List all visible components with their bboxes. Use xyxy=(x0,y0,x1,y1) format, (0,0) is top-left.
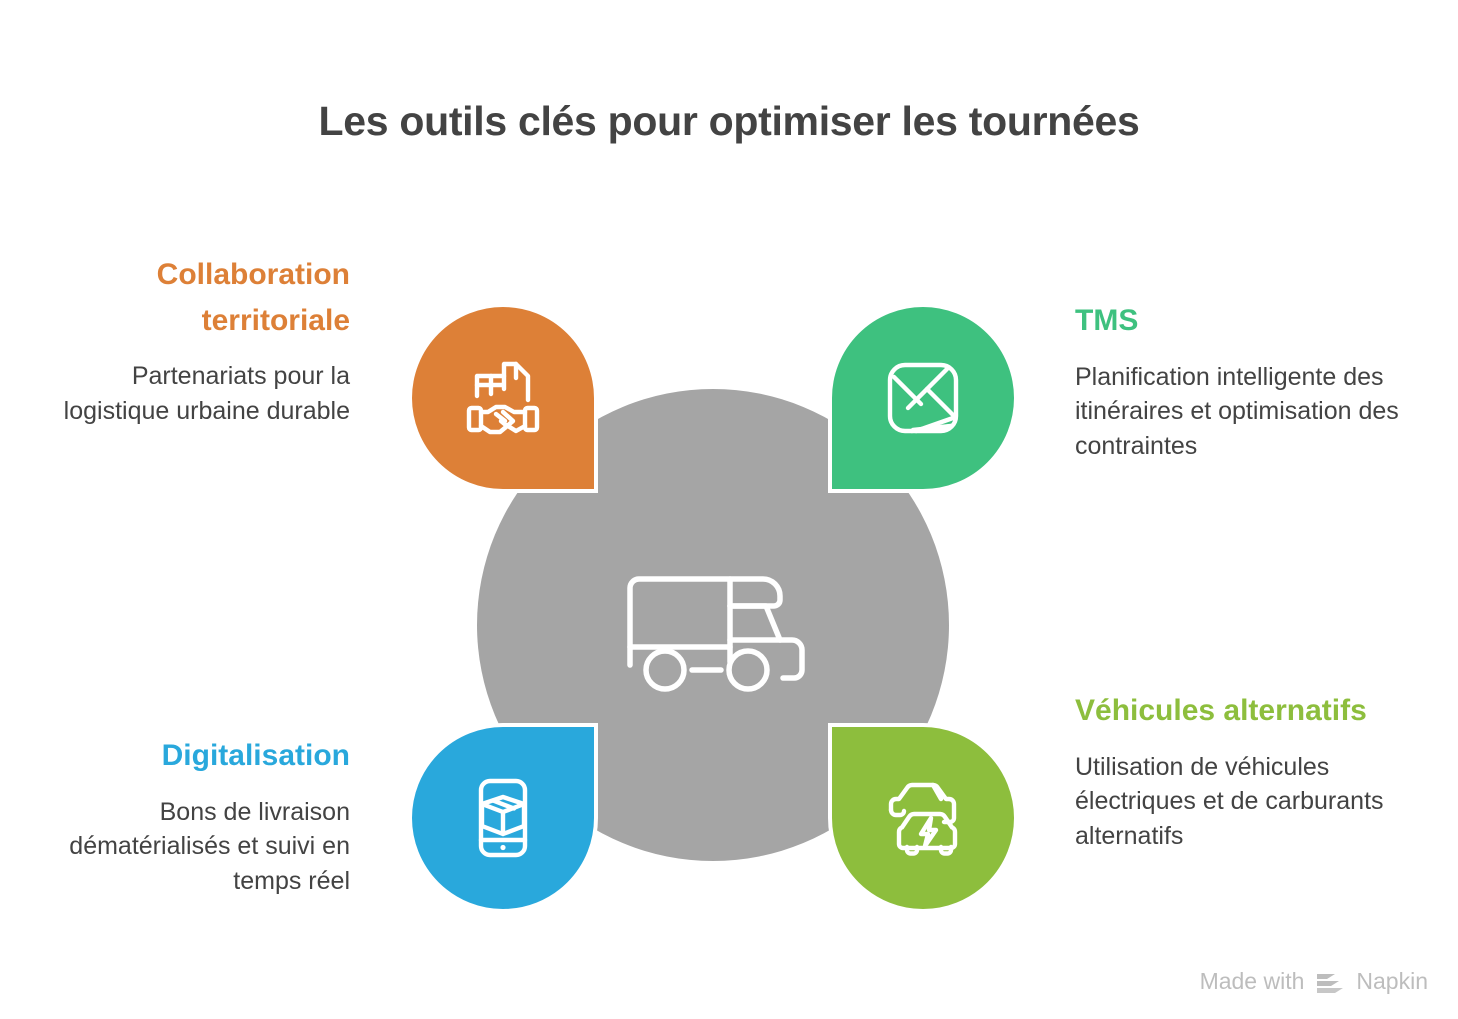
node-pin-tms[interactable] xyxy=(828,303,1018,493)
route-map-icon xyxy=(887,362,959,434)
pin-shape xyxy=(828,303,1018,493)
node-pin-digitalisation[interactable] xyxy=(408,723,598,913)
node-heading: Digitalisation xyxy=(161,739,350,772)
node-description: Utilisation de véhicules électriques et … xyxy=(1075,752,1384,850)
page-title: Les outils clés pour optimiser les tourn… xyxy=(318,98,1140,144)
text-block-tms: TMS Planification intelligente des itiné… xyxy=(1075,298,1415,463)
text-block-vehicules-alternatifs: Véhicules alternatifs Utilisation de véh… xyxy=(1075,688,1415,853)
watermark-brand: Napkin xyxy=(1356,968,1428,994)
node-description: Planification intelligente des itinérair… xyxy=(1075,362,1399,460)
node-pin-vehicules-alternatifs[interactable] xyxy=(828,723,1018,913)
node-pin-collaboration-territoriale[interactable] xyxy=(408,303,598,493)
node-heading: Collaboration territoriale xyxy=(156,258,350,337)
node-heading: Véhicules alternatifs xyxy=(1075,694,1367,727)
napkin-watermark: Made with Napkin xyxy=(1200,968,1428,995)
node-description: Bons de livraison dématérialisés et suiv… xyxy=(69,797,350,895)
text-block-digitalisation: Digitalisation Bons de livraison dématér… xyxy=(20,733,350,898)
pin-shape xyxy=(408,303,598,493)
pin-shape xyxy=(828,723,1018,913)
napkin-logo-icon xyxy=(1317,973,1344,993)
node-heading: TMS xyxy=(1075,304,1139,337)
delivery-truck-icon xyxy=(627,576,805,692)
handshake-city-icon xyxy=(466,361,540,435)
electric-vehicles-icon xyxy=(888,782,958,856)
node-description: Partenariats pour la logistique urbaine … xyxy=(63,362,350,425)
text-block-collaboration-territoriale: Collaboration territoriale Partenariats … xyxy=(20,252,350,428)
watermark-text: Made with xyxy=(1199,968,1305,994)
mobile-package-icon xyxy=(478,778,528,858)
